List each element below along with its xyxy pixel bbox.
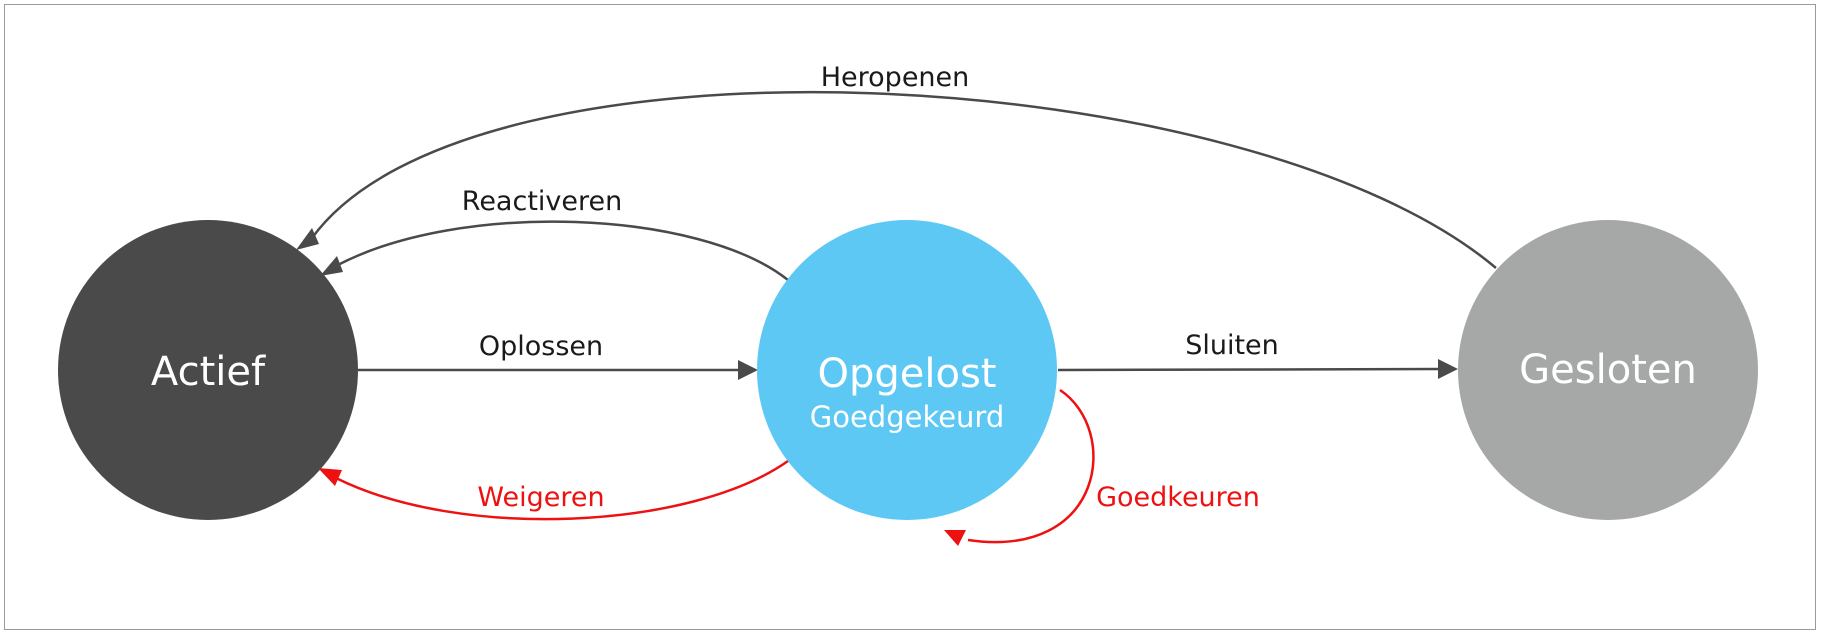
arrowhead-goedkeuren <box>944 530 966 546</box>
edge-label-heropenen: Heropenen <box>821 62 970 93</box>
edge-heropenen <box>310 91 1497 269</box>
node-gesloten <box>1458 220 1758 520</box>
arrowhead-oplossen <box>738 360 758 380</box>
node-opgelost-label: Opgelost <box>818 351 997 397</box>
node-opgelost-sublabel: Goedgekeurd <box>810 400 1005 434</box>
edge-goedkeuren <box>967 388 1095 544</box>
edge-sluiten <box>1057 367 1441 372</box>
edge-label-weigeren: Weigeren <box>477 482 604 513</box>
node-opgelost <box>757 220 1057 520</box>
edge-weigeren <box>335 459 789 521</box>
node-gesloten-label: Gesloten <box>1519 347 1697 393</box>
arrowhead-weigeren <box>318 468 342 486</box>
arrowhead-reactiveren <box>320 256 343 276</box>
edge-label-oplossen: Oplossen <box>479 331 603 362</box>
edge-reactiveren <box>335 220 789 281</box>
node-actief <box>58 220 358 520</box>
edge-label-reactiveren: Reactiveren <box>462 186 622 217</box>
node-actief-label: Actief <box>151 349 266 395</box>
arrowhead-heropenen <box>296 228 319 250</box>
arrowhead-sluiten <box>1438 359 1458 379</box>
edge-label-sluiten: Sluiten <box>1185 330 1279 361</box>
edge-label-goedkeuren: Goedkeuren <box>1096 482 1260 513</box>
